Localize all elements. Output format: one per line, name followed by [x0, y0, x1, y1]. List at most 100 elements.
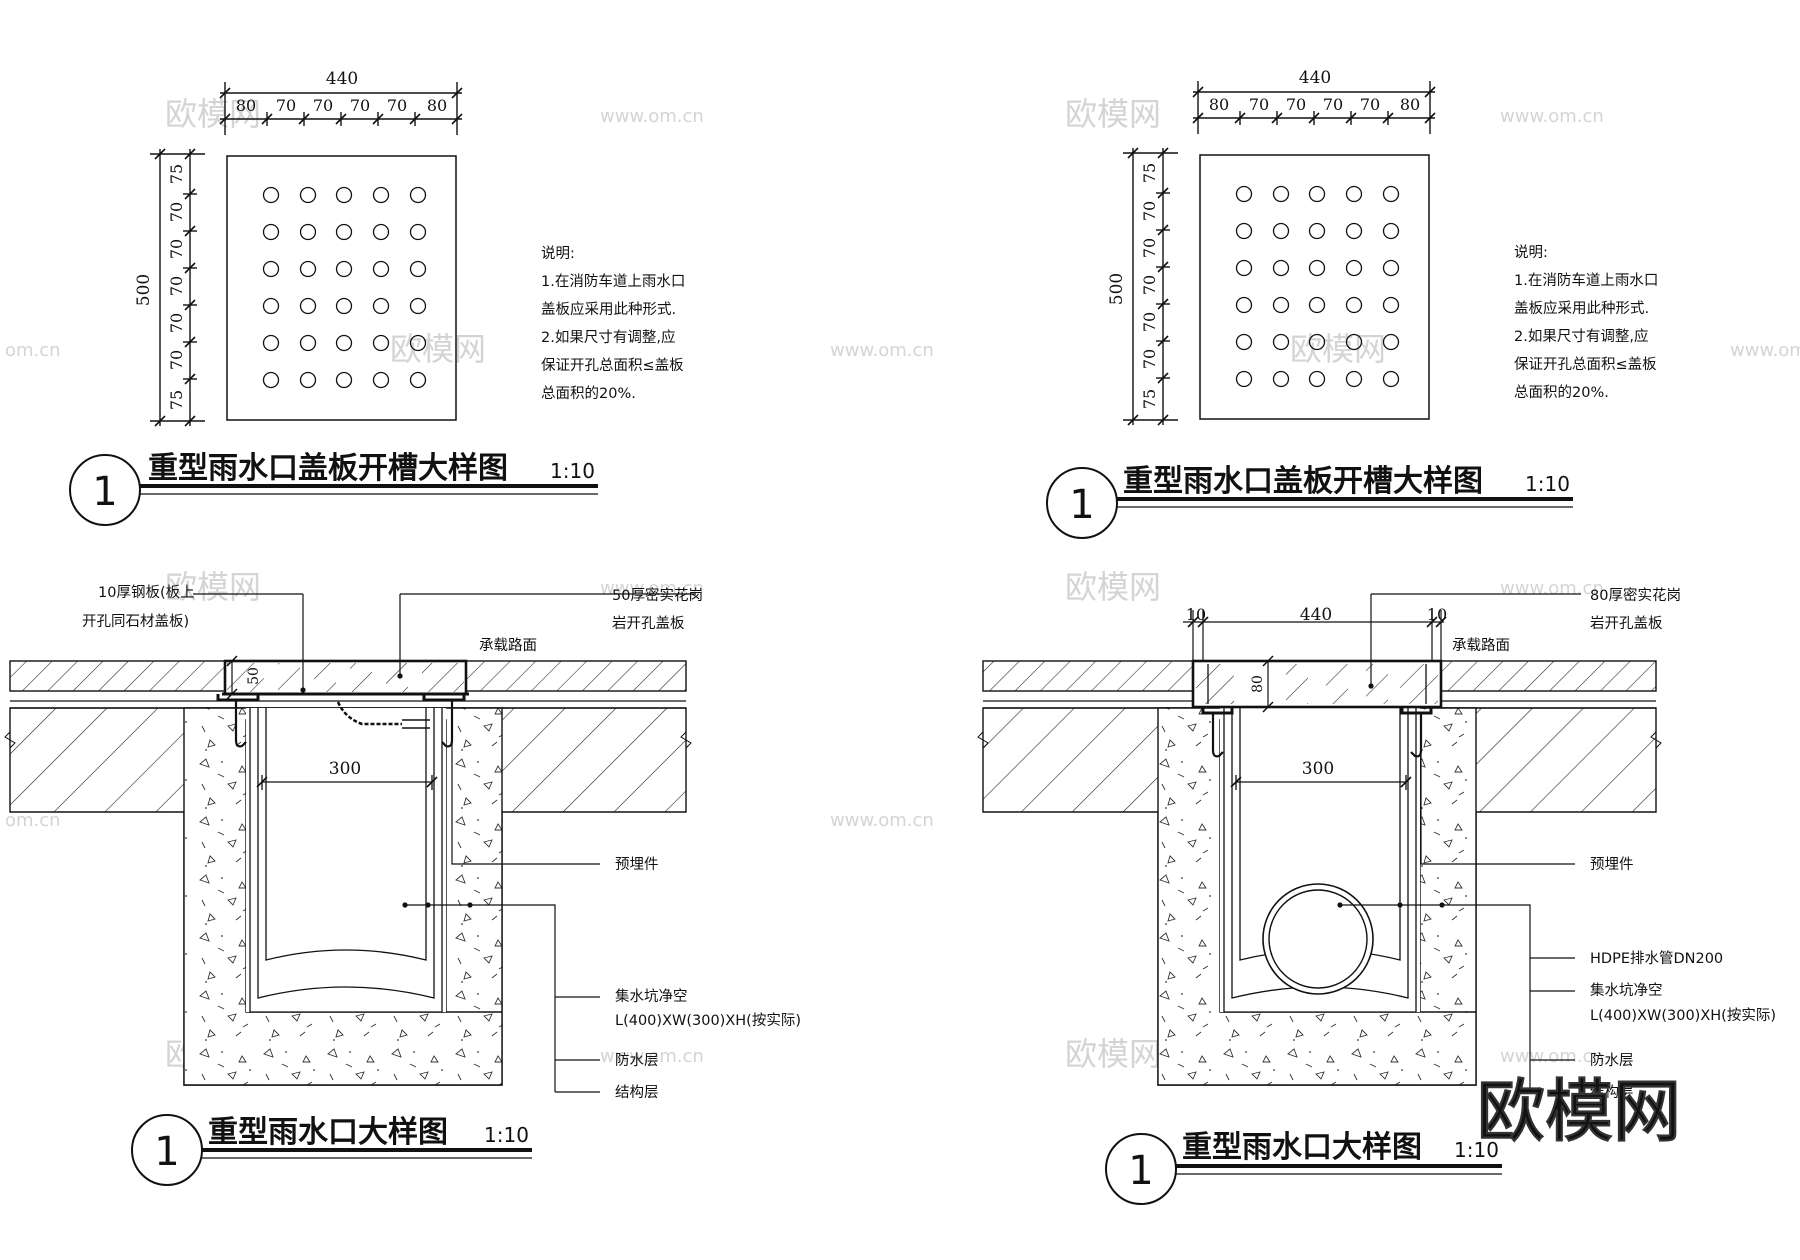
- note-line: 总面积的20%.: [1514, 384, 1609, 401]
- note-line: 2.如果尺寸有调整,应: [1514, 327, 1648, 345]
- brand-logo: 欧模网: [1477, 1073, 1681, 1152]
- drain-hole: [1308, 259, 1326, 277]
- watermark-logo: 欧模网: [165, 568, 261, 606]
- label-granite-cover: 50厚密实花岗: [612, 587, 703, 604]
- drain-hole: [299, 260, 317, 278]
- dim-height-part: 70: [167, 276, 186, 296]
- drain-hole: [372, 223, 390, 241]
- drain-hole: [409, 334, 427, 352]
- drain-hole: [299, 334, 317, 352]
- drain-hole: [1272, 296, 1290, 314]
- note-line: 1.在消防车道上雨水口: [1514, 272, 1658, 289]
- drawing-title: 重型雨水口盖板开槽大样图: [148, 451, 508, 486]
- drain-hole: [1308, 185, 1326, 203]
- dim-cover-thickness: 50: [246, 667, 262, 685]
- dim-width-part: 70: [1323, 95, 1343, 114]
- dim-pit-width: 300: [1302, 759, 1334, 779]
- watermark-url: www.om.cn: [600, 106, 704, 127]
- drain-hole: [1235, 370, 1253, 388]
- drain-hole: [1382, 185, 1400, 203]
- drain-hole: [262, 260, 280, 278]
- drain-hole: [372, 186, 390, 204]
- drain-hole: [1345, 296, 1363, 314]
- dim-cover-thickness: 80: [1250, 675, 1266, 693]
- title-number: 1: [154, 1129, 179, 1175]
- watermark-url: www.om.cn: [1730, 340, 1800, 361]
- cover-plate-holes-right: [1235, 185, 1400, 388]
- dim-height-part: 75: [167, 390, 186, 410]
- dim-height-part: 70: [1140, 349, 1159, 369]
- drain-hole: [335, 186, 353, 204]
- drawing-title: 重型雨水口大样图: [208, 1115, 448, 1150]
- dim-height-part: 70: [1140, 275, 1159, 295]
- drawing-scale: 1:10: [1454, 1138, 1499, 1162]
- drain-hole: [1345, 259, 1363, 277]
- note-line: 说明:: [1514, 244, 1548, 261]
- dim-height-part: 70: [1140, 238, 1159, 258]
- label-embedded-part: 预埋件: [1590, 856, 1634, 873]
- title-number: 1: [92, 469, 117, 515]
- watermark-logo: 欧模网: [1065, 1035, 1161, 1073]
- drain-hole: [409, 371, 427, 389]
- drain-hole: [1235, 333, 1253, 351]
- drain-hole: [1382, 259, 1400, 277]
- watermark-url: www.om.cn: [1500, 106, 1604, 127]
- design-notes: 说明: 1.在消防车道上雨水口 盖板应采用此种形式. 2.如果尺寸有调整,应 保…: [1514, 244, 1658, 401]
- drain-hole: [1345, 185, 1363, 203]
- watermark-url-partial: om.cn: [5, 340, 61, 361]
- dim-height-part: 70: [167, 313, 186, 333]
- dim-width-part: 80: [1400, 95, 1420, 114]
- watermark-logo: 欧模网: [165, 95, 261, 133]
- drain-hole: [299, 186, 317, 204]
- cover-plan-left: [150, 82, 463, 427]
- drain-hole: [335, 223, 353, 241]
- dim-height-part: 70: [1140, 312, 1159, 332]
- dim-height-part: 75: [1140, 389, 1159, 409]
- title-block-section-left: 1 重型雨水口大样图 1:10: [131, 1114, 532, 1186]
- drain-hole: [409, 297, 427, 315]
- dim-height-part: 70: [167, 239, 186, 259]
- cover-plan-right: 440 80 70 70 70 70 80 500 75 70 70 70 70…: [1107, 68, 1658, 426]
- title-block-cover-left: 1 重型雨水口盖板开槽大样图 1:10: [69, 451, 598, 526]
- dim-width-part: 70: [276, 96, 296, 115]
- dim-width-part: 70: [313, 96, 333, 115]
- dim-width-part: 70: [1360, 95, 1380, 114]
- label-structure: 结构层: [1590, 1084, 1634, 1101]
- dim-height-part: 75: [167, 164, 186, 184]
- note-line: 总面积的20%.: [541, 385, 636, 402]
- dim-width-part: 70: [1286, 95, 1306, 114]
- drain-hole: [1308, 222, 1326, 240]
- watermark-logo: 欧模网: [1290, 330, 1386, 368]
- dim-edge-right: 10: [1427, 605, 1447, 624]
- label-road-surface: 承载路面: [479, 637, 537, 654]
- drain-hole: [335, 334, 353, 352]
- drawing-scale: 1:10: [484, 1123, 529, 1147]
- drain-hole: [409, 223, 427, 241]
- drain-hole: [1382, 296, 1400, 314]
- drain-hole: [1272, 333, 1290, 351]
- dim-height-total: 500: [134, 274, 154, 306]
- drain-hole: [1235, 296, 1253, 314]
- dim-edge-left: 10: [1186, 605, 1206, 624]
- drain-hole: [262, 371, 280, 389]
- drain-hole: [335, 371, 353, 389]
- dim-cover-width: 440: [1300, 605, 1332, 625]
- watermark-url: www.om.cn: [1500, 578, 1604, 599]
- label-pit-clearance: 集水坑净空: [1590, 982, 1663, 999]
- drain-hole: [1272, 370, 1290, 388]
- drawing-title: 重型雨水口大样图: [1182, 1130, 1422, 1165]
- note-line: 1.在消防车道上雨水口: [541, 273, 685, 290]
- title-block-cover-right: 1 重型雨水口盖板开槽大样图 1:10: [1046, 464, 1573, 539]
- drain-hole: [262, 334, 280, 352]
- label-drain-pipe: HDPE排水管DN200: [1590, 950, 1723, 967]
- title-number: 1: [1128, 1148, 1153, 1194]
- dim-width-part: 80: [236, 96, 256, 115]
- title-block-section-right: 1 重型雨水口大样图 1:10: [1105, 1130, 1502, 1205]
- dim-height-part: 70: [1140, 201, 1159, 221]
- drain-hole: [372, 334, 390, 352]
- drain-hole: [1308, 296, 1326, 314]
- drain-hole: [1345, 370, 1363, 388]
- drain-hole: [299, 371, 317, 389]
- dim-width-total: 440: [326, 69, 358, 89]
